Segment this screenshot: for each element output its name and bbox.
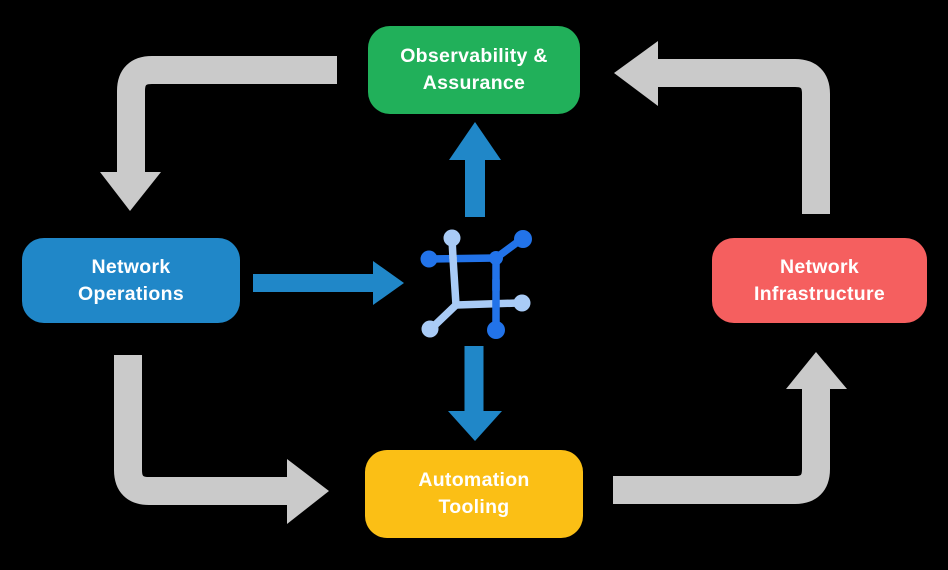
arrow-operations-to-tooling: [114, 355, 329, 524]
node-label-line: Automation: [418, 469, 530, 491]
arrow-observability-to-operations: [100, 56, 337, 211]
arrow-operations-to-center: [253, 261, 404, 305]
node-automation-tooling: Automation Tooling: [365, 450, 583, 538]
arrow-center-to-tooling: [448, 346, 502, 441]
arrow-center-to-observability: [449, 122, 501, 217]
arrow-infrastructure-to-observability: [614, 41, 830, 214]
node-label-line: Infrastructure: [754, 282, 885, 305]
node-label-line: Operations: [78, 282, 184, 305]
node-label-line: Assurance: [422, 72, 526, 94]
node-label-line: Network: [91, 255, 171, 278]
node-network-operations: Network Operations: [22, 238, 240, 323]
node-observability-assurance: Observability & Assurance: [368, 26, 580, 114]
node-network-infrastructure: Network Infrastructure: [712, 238, 927, 323]
node-label-line: Observability &: [400, 45, 548, 67]
arrow-tooling-to-infrastructure: [613, 352, 847, 504]
node-label-line: Network: [779, 255, 860, 278]
network-mesh-icon: [420, 229, 532, 339]
node-label-line: Tooling: [438, 496, 510, 518]
